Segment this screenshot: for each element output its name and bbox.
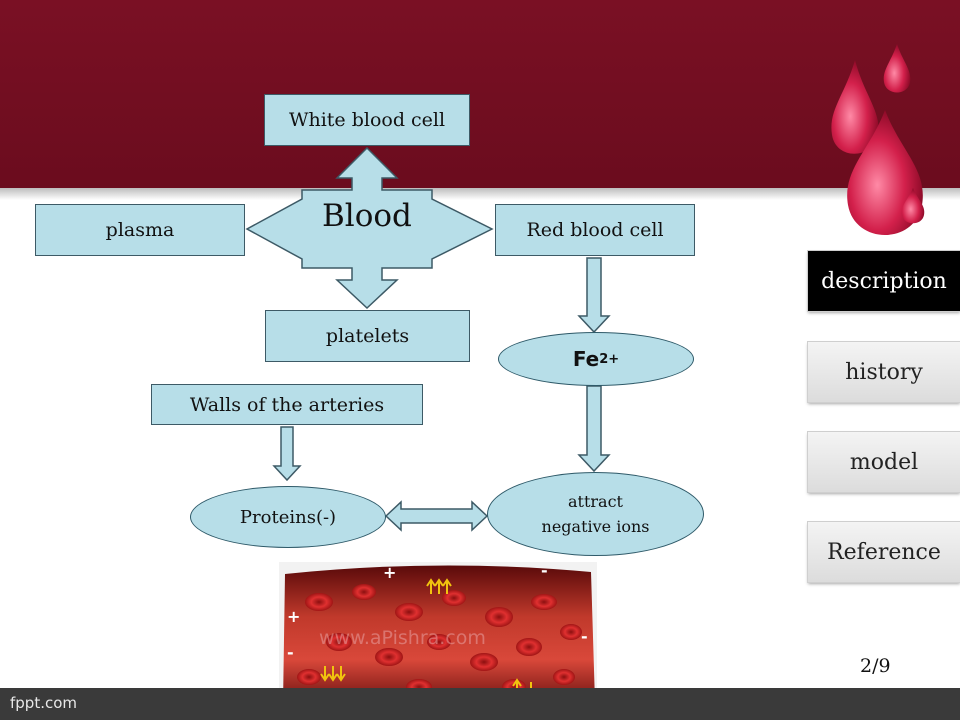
charge-sign: - — [541, 562, 548, 580]
header-shadow — [0, 188, 960, 200]
slide-header-band — [0, 0, 960, 188]
attract-label-line2: negative ions — [541, 517, 650, 536]
center-label-blood: Blood — [322, 198, 412, 234]
red-blood-cell-box: Red blood cell — [495, 204, 695, 256]
footer-bar: fppt.com — [0, 688, 960, 720]
proteins-ellipse: Proteins(-) — [190, 486, 386, 548]
blood-vessel-illustration: www.aPishra.com + - + - - + + - — [283, 562, 595, 714]
charge-sign: + — [383, 563, 396, 582]
fe-charge: 2+ — [599, 351, 620, 367]
attract-ellipse: attract negative ions — [487, 472, 704, 556]
nav-model-button[interactable]: model — [808, 432, 960, 492]
arteries-walls-box: Walls of the arteries — [151, 384, 423, 425]
arrow-double-icon — [384, 500, 489, 532]
page-number: 2/9 — [860, 655, 891, 677]
nav-description-button[interactable]: description — [808, 251, 960, 311]
charge-sign: + — [287, 607, 300, 626]
blood-cross-arrow — [245, 146, 494, 310]
arrow-down-icon — [577, 385, 611, 473]
blood-vessel-image: www.aPishra.com + - + - - + + - — [279, 562, 597, 714]
footer-brand: fppt.com — [10, 694, 78, 712]
plasma-box: plasma — [35, 204, 245, 256]
nav-reference-button[interactable]: Reference — [808, 522, 960, 582]
watermark-text: www.aPishra.com — [319, 627, 486, 649]
arrow-down-icon — [272, 426, 302, 482]
charge-sign: - — [287, 643, 294, 662]
nav-history-button[interactable]: history — [808, 342, 960, 402]
attract-label-line1: attract — [568, 492, 623, 511]
fe-symbol: Fe — [572, 347, 600, 371]
platelets-box: platelets — [265, 310, 470, 362]
white-blood-cell-box: White blood cell — [264, 94, 470, 146]
arrow-down-icon — [577, 257, 611, 334]
charge-sign: - — [581, 627, 588, 646]
